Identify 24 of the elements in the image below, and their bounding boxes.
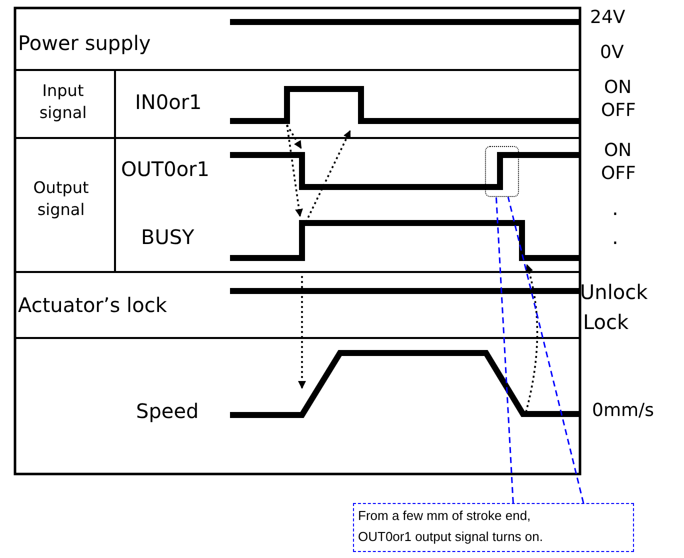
level-label: ON bbox=[604, 141, 632, 162]
signal-label: IN0or1 bbox=[135, 91, 202, 114]
row-label: Output signal bbox=[32, 177, 90, 222]
level-label: 24V bbox=[590, 8, 626, 29]
level-label: 0mm/s bbox=[592, 401, 654, 422]
signal-label: OUT0or1 bbox=[121, 158, 210, 181]
level-label: Unlock bbox=[580, 281, 648, 304]
level-label: 0V bbox=[600, 43, 624, 64]
signal-label: BUSY bbox=[141, 226, 194, 249]
level-label: OFF bbox=[601, 101, 636, 122]
leader-line bbox=[495, 196, 514, 504]
level-label: OFF bbox=[601, 164, 636, 185]
row-label: Power supply bbox=[18, 32, 151, 55]
row-label: Actuator’s lock bbox=[18, 294, 167, 317]
row-label: Input signal bbox=[38, 80, 88, 124]
level-label: . bbox=[612, 197, 618, 220]
leader-line bbox=[507, 196, 584, 504]
level-label: . bbox=[612, 226, 618, 249]
callout-box bbox=[353, 503, 634, 552]
highlight-box bbox=[485, 146, 519, 197]
level-label: ON bbox=[604, 78, 632, 99]
level-label: Lock bbox=[583, 311, 629, 334]
signal-label: Speed bbox=[136, 400, 199, 423]
callout-text: From a few mm of stroke end, OUT0or1 output signal turns on. bbox=[358, 507, 544, 546]
